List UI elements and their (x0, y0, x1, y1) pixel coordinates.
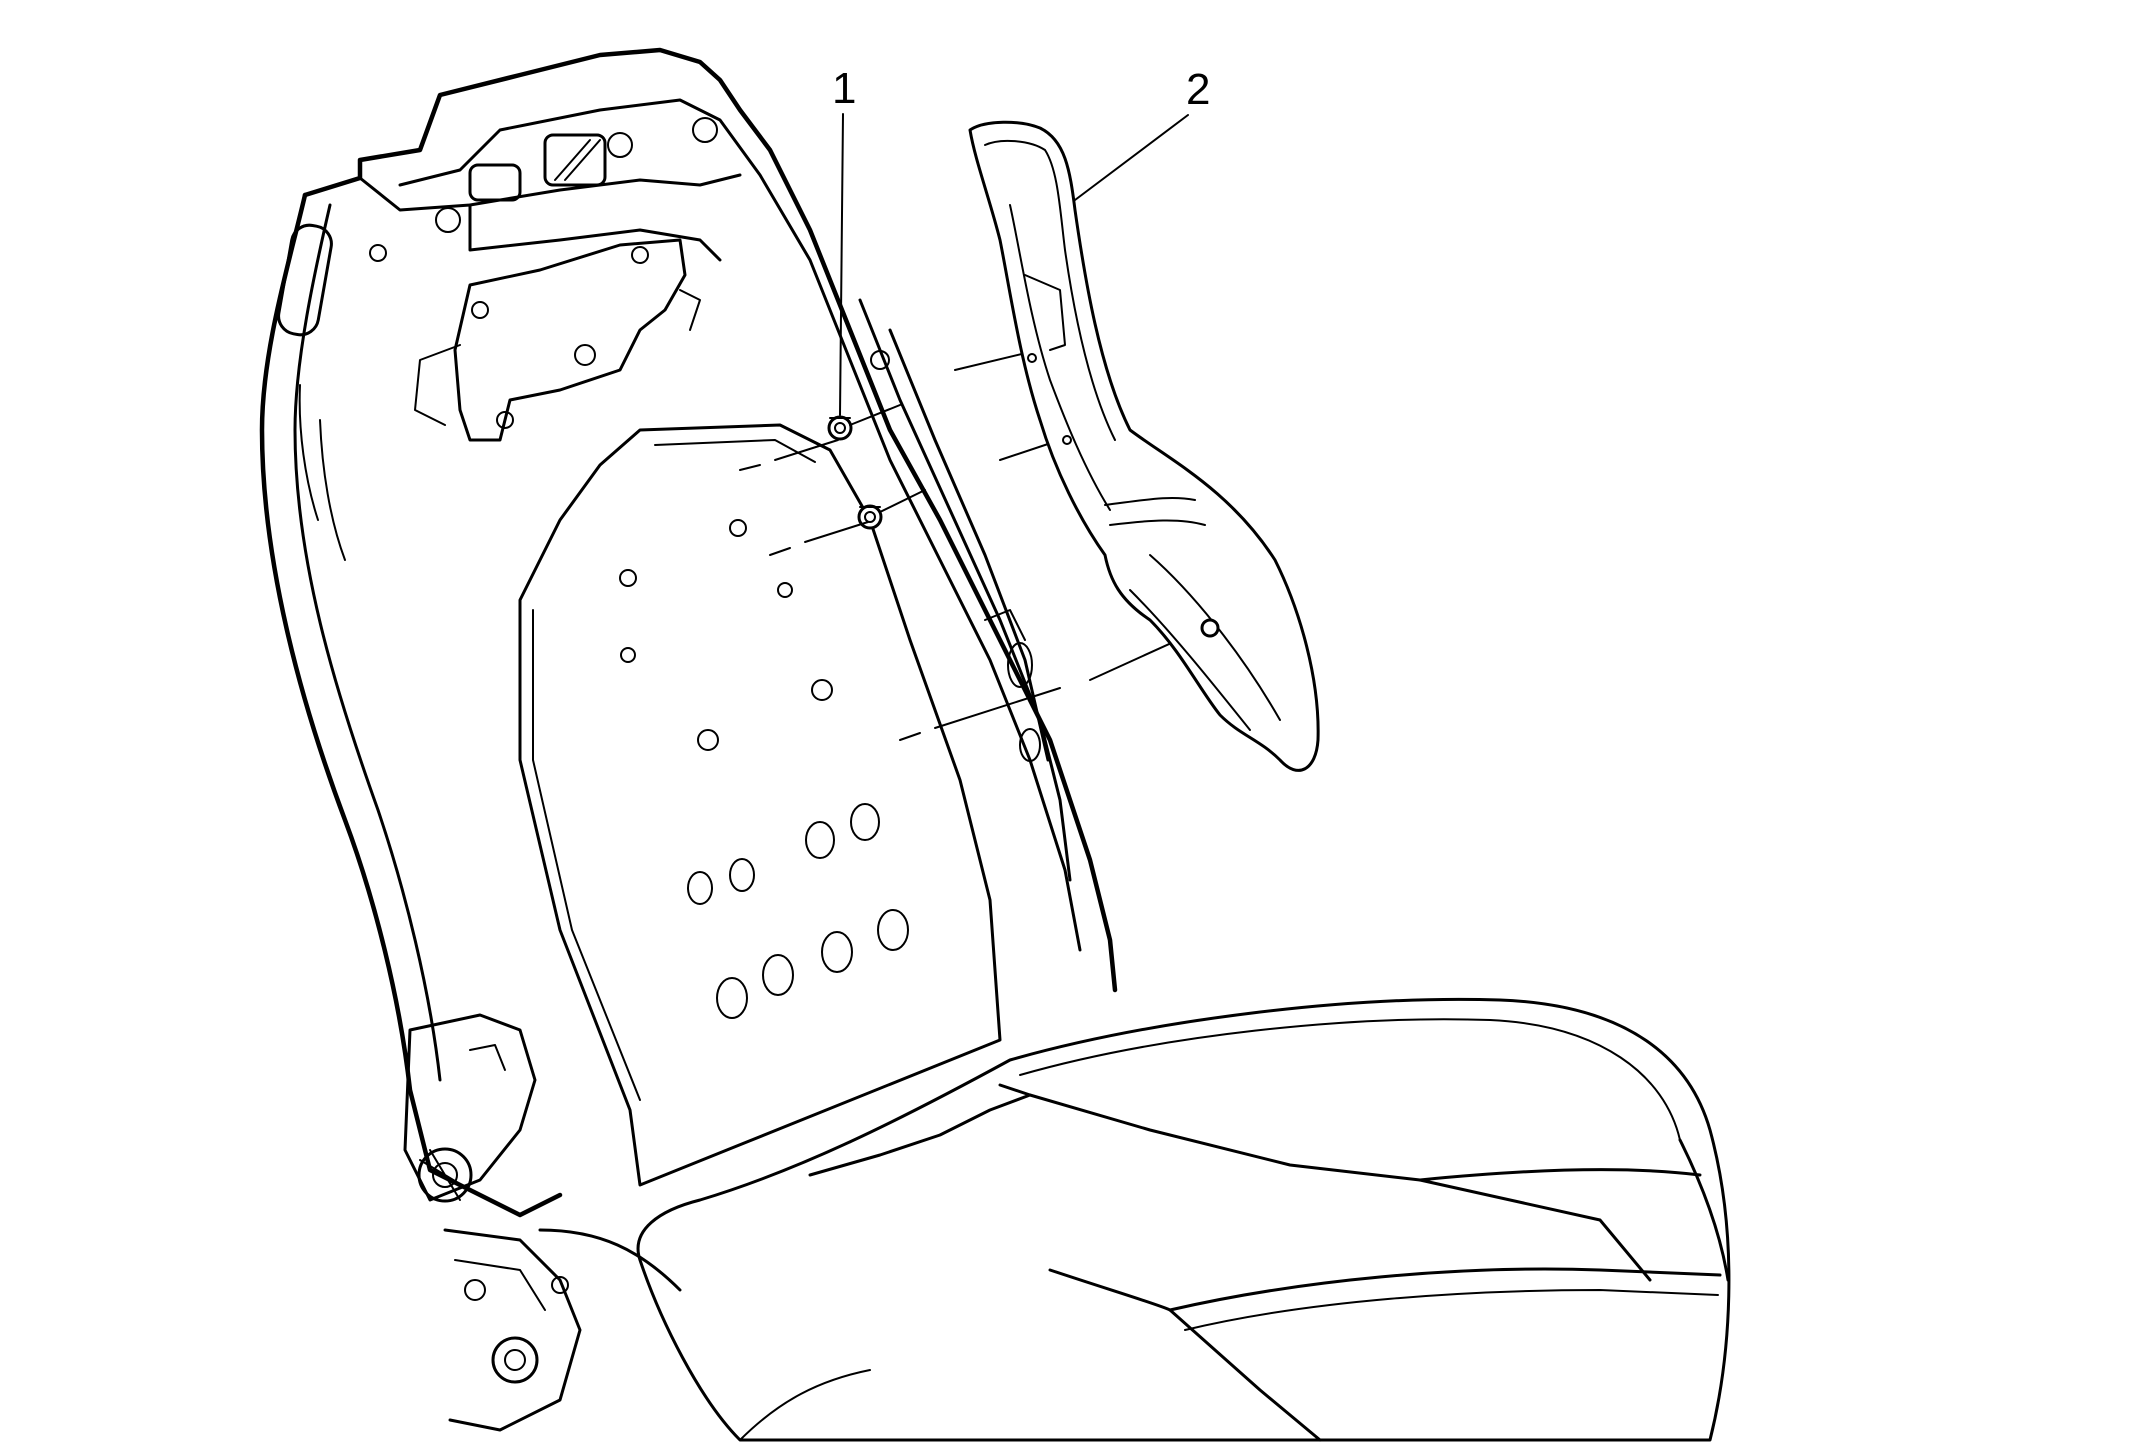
side-frame-right (858, 298, 1072, 882)
leader-line-2 (1074, 114, 1189, 201)
callout-label-2: 2 (1186, 65, 1210, 114)
recliner-bracket (414, 238, 701, 442)
leader-line-1 (839, 113, 844, 416)
seatback-panel (518, 423, 1002, 1187)
seat-cushion (636, 997, 1731, 1442)
bolt-upper (827, 415, 853, 441)
leader-lines (839, 113, 1189, 416)
seatback-frame (259, 47, 1118, 1218)
recliner-mechanism (403, 1013, 682, 1432)
side-bolster-panel (968, 120, 1320, 772)
callout-label-1: 1 (832, 64, 856, 113)
